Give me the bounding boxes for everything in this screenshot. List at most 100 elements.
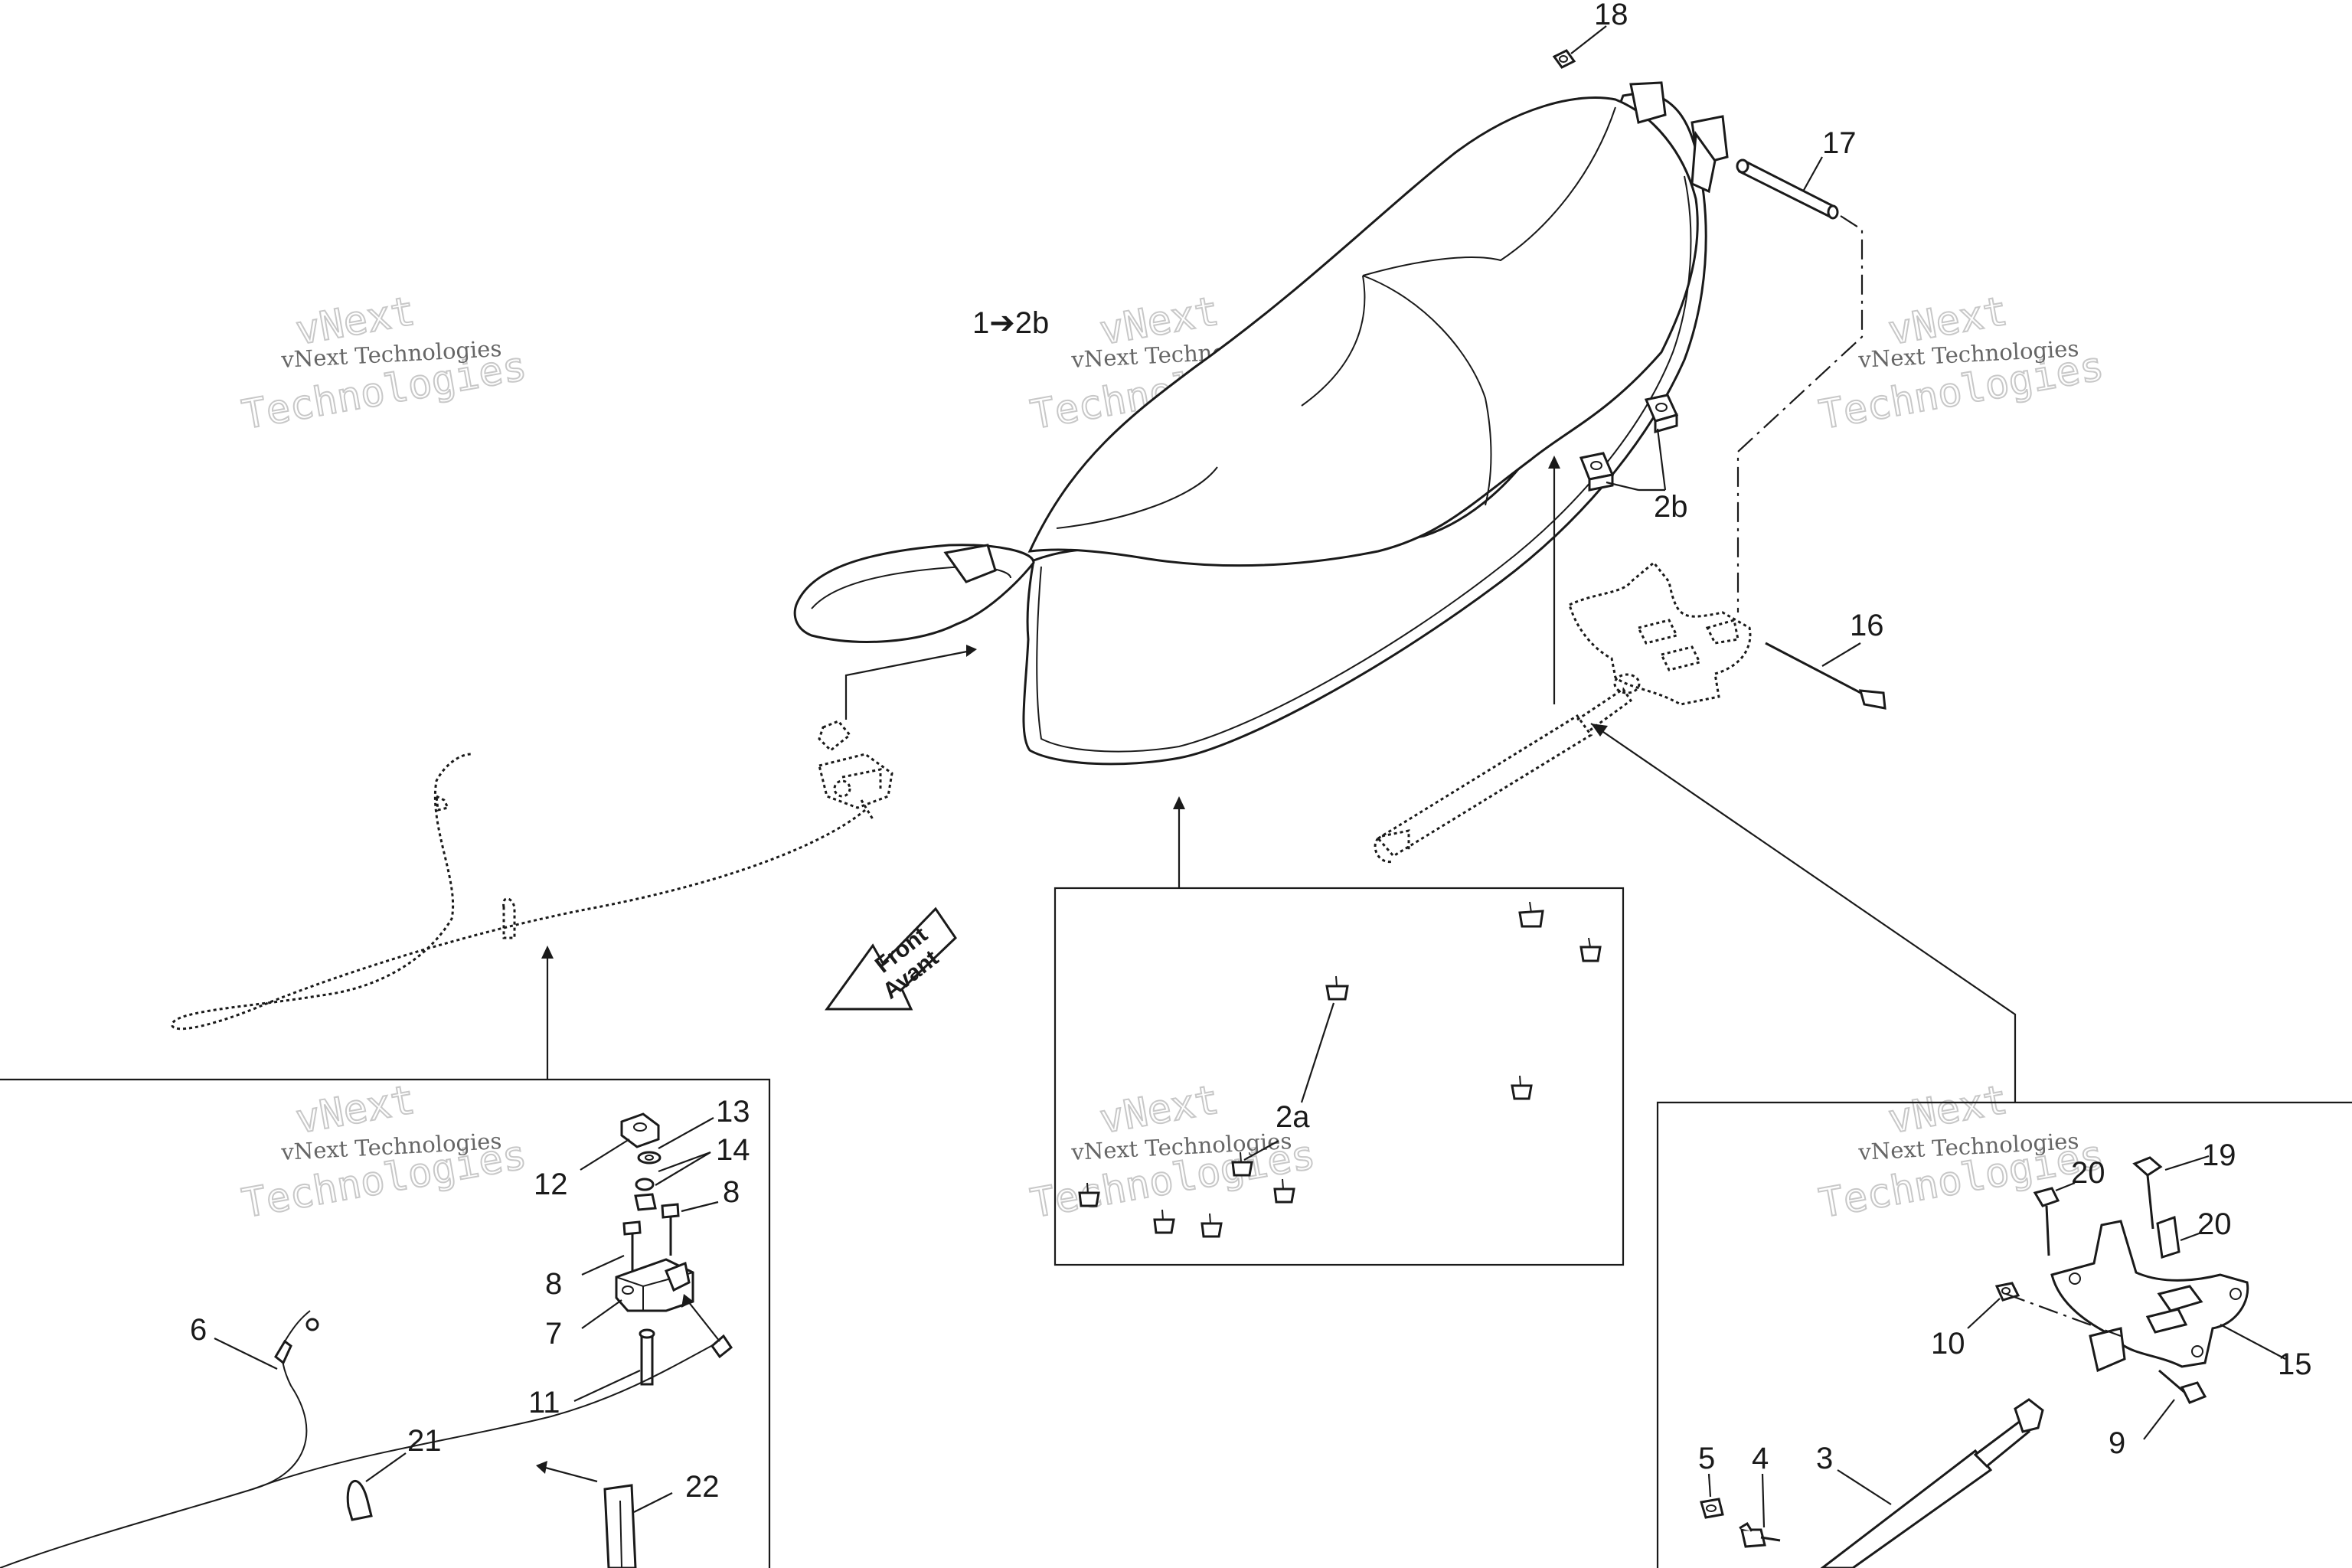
leader-7 — [581, 1299, 622, 1329]
nut-2b-upper — [1644, 394, 1679, 433]
callout-20-left: 20 — [2071, 1156, 2105, 1190]
screw-8-left — [622, 1220, 642, 1271]
callout-13: 13 — [716, 1095, 750, 1129]
callout-5: 5 — [1698, 1442, 1715, 1475]
watermark-center-bottom: vNext Technologies vNext Technologies — [1027, 1076, 1319, 1228]
bolt-20-left — [2033, 1187, 2060, 1256]
cable-end-dashed — [435, 794, 450, 812]
spacer-20-right — [2156, 1215, 2180, 1259]
latch-body-7 — [615, 1258, 694, 1312]
detail-box-right — [1656, 1101, 2352, 1568]
callout-6: 6 — [190, 1313, 207, 1347]
watermark-right-bottom: vNext Technologies vNext Technologies — [1815, 1076, 2108, 1228]
leader-17 — [1802, 156, 1823, 192]
cable-clip-21 — [346, 1479, 373, 1521]
callout-16: 16 — [1850, 609, 1884, 642]
cable-guide-22 — [603, 1484, 637, 1568]
arrow-line-latch — [684, 1297, 720, 1342]
leader-2b-b — [1606, 481, 1639, 492]
gas-strut-upper — [1374, 673, 1641, 864]
callout-7: 7 — [545, 1317, 562, 1351]
nut-13 — [620, 1112, 660, 1148]
callout-3: 3 — [1816, 1442, 1833, 1475]
arrowhead-latch-left — [681, 1294, 694, 1308]
leader-9 — [2143, 1399, 2175, 1440]
callout-8-right: 8 — [723, 1175, 740, 1209]
arrowhead-box-center — [1173, 796, 1185, 809]
leader-21 — [365, 1452, 407, 1482]
nut-2b-lower — [1579, 452, 1615, 492]
washer-14 — [637, 1151, 662, 1165]
pin-11 — [639, 1328, 655, 1386]
leader-8a — [681, 1200, 719, 1213]
arrowhead-latch — [966, 645, 977, 657]
leader-14a — [658, 1151, 711, 1173]
callout-9: 9 — [2109, 1426, 2125, 1460]
callout-8-left: 8 — [545, 1267, 562, 1301]
callout-19: 19 — [2202, 1138, 2236, 1172]
watermark-left-top: vNext Technologies vNext Technologies — [238, 288, 531, 439]
arrowhead-cable — [541, 946, 554, 959]
leader-3 — [1837, 1469, 1892, 1505]
bolt-16 — [1765, 642, 1886, 710]
pin-17 — [1736, 158, 1839, 220]
gas-strut-3 — [1820, 1398, 2044, 1568]
callout-14: 14 — [716, 1133, 750, 1167]
callout-21: 21 — [407, 1424, 442, 1458]
washer-14b — [635, 1178, 655, 1191]
leader-20b — [2180, 1231, 2202, 1242]
bolt-9 — [2158, 1369, 2207, 1404]
watermark-right-top: vNext Technologies vNext Technologies — [1815, 288, 2108, 439]
watermark-left-bottom: vNext Technologies vNext Technologies — [238, 1076, 531, 1228]
bolt-19 — [2132, 1156, 2163, 1230]
callout-11: 11 — [528, 1386, 560, 1419]
leader-22 — [633, 1492, 673, 1513]
leader-16 — [1821, 642, 1861, 667]
leader-6 — [214, 1338, 278, 1370]
latch-mechanism-dashed — [818, 720, 893, 820]
callout-1-2b: 1➔2b — [972, 306, 1049, 340]
callout-15: 15 — [2278, 1348, 2312, 1381]
latch-link-line — [844, 649, 972, 720]
leader-20a — [2055, 1181, 2076, 1192]
callout-20-right: 20 — [2197, 1207, 2232, 1241]
ball-stud-4 — [1739, 1521, 1781, 1548]
callout-2b: 2b — [1654, 490, 1688, 524]
leader-8b — [581, 1254, 625, 1276]
bumper-pads — [1078, 901, 1602, 1238]
bracket-upper-dashed — [1568, 560, 1752, 706]
leader-11 — [573, 1370, 641, 1402]
screw-8-right — [661, 1203, 680, 1256]
leader-2a-b — [1243, 1140, 1279, 1161]
cable-dashed — [171, 753, 866, 1031]
callout-22: 22 — [685, 1470, 720, 1504]
arrow-line-bracket — [1590, 723, 2017, 1102]
leader-14b — [655, 1152, 711, 1186]
callout-2a: 2a — [1276, 1100, 1310, 1134]
leader-19 — [2164, 1155, 2210, 1171]
callout-12: 12 — [534, 1168, 568, 1201]
arrow-line-22 — [539, 1465, 598, 1483]
leader-4 — [1761, 1473, 1766, 1528]
detail-box-2a — [1054, 887, 1625, 1266]
callout-10: 10 — [1931, 1327, 1965, 1361]
callout-4: 4 — [1752, 1442, 1769, 1475]
cable-6 — [0, 1310, 733, 1568]
leader-10 — [1967, 1298, 2001, 1329]
callout-18: 18 — [1594, 0, 1628, 31]
nut-5 — [1700, 1498, 1724, 1519]
leader-15 — [2220, 1324, 2286, 1360]
nut-18 — [1552, 49, 1576, 69]
arrowhead-2b — [1548, 456, 1560, 469]
front-direction-arrow: Front Avant — [825, 906, 957, 1011]
cable-clip-dashed — [502, 897, 516, 939]
detail-box-left — [0, 1078, 771, 1568]
arrowhead-22 — [536, 1461, 547, 1474]
leader-18 — [1570, 25, 1607, 54]
leader-13 — [658, 1117, 714, 1149]
callout-17: 17 — [1822, 126, 1857, 160]
bracket-15 — [2050, 1220, 2249, 1373]
leader-2b-a — [1656, 428, 1667, 491]
leader-5 — [1707, 1473, 1712, 1498]
